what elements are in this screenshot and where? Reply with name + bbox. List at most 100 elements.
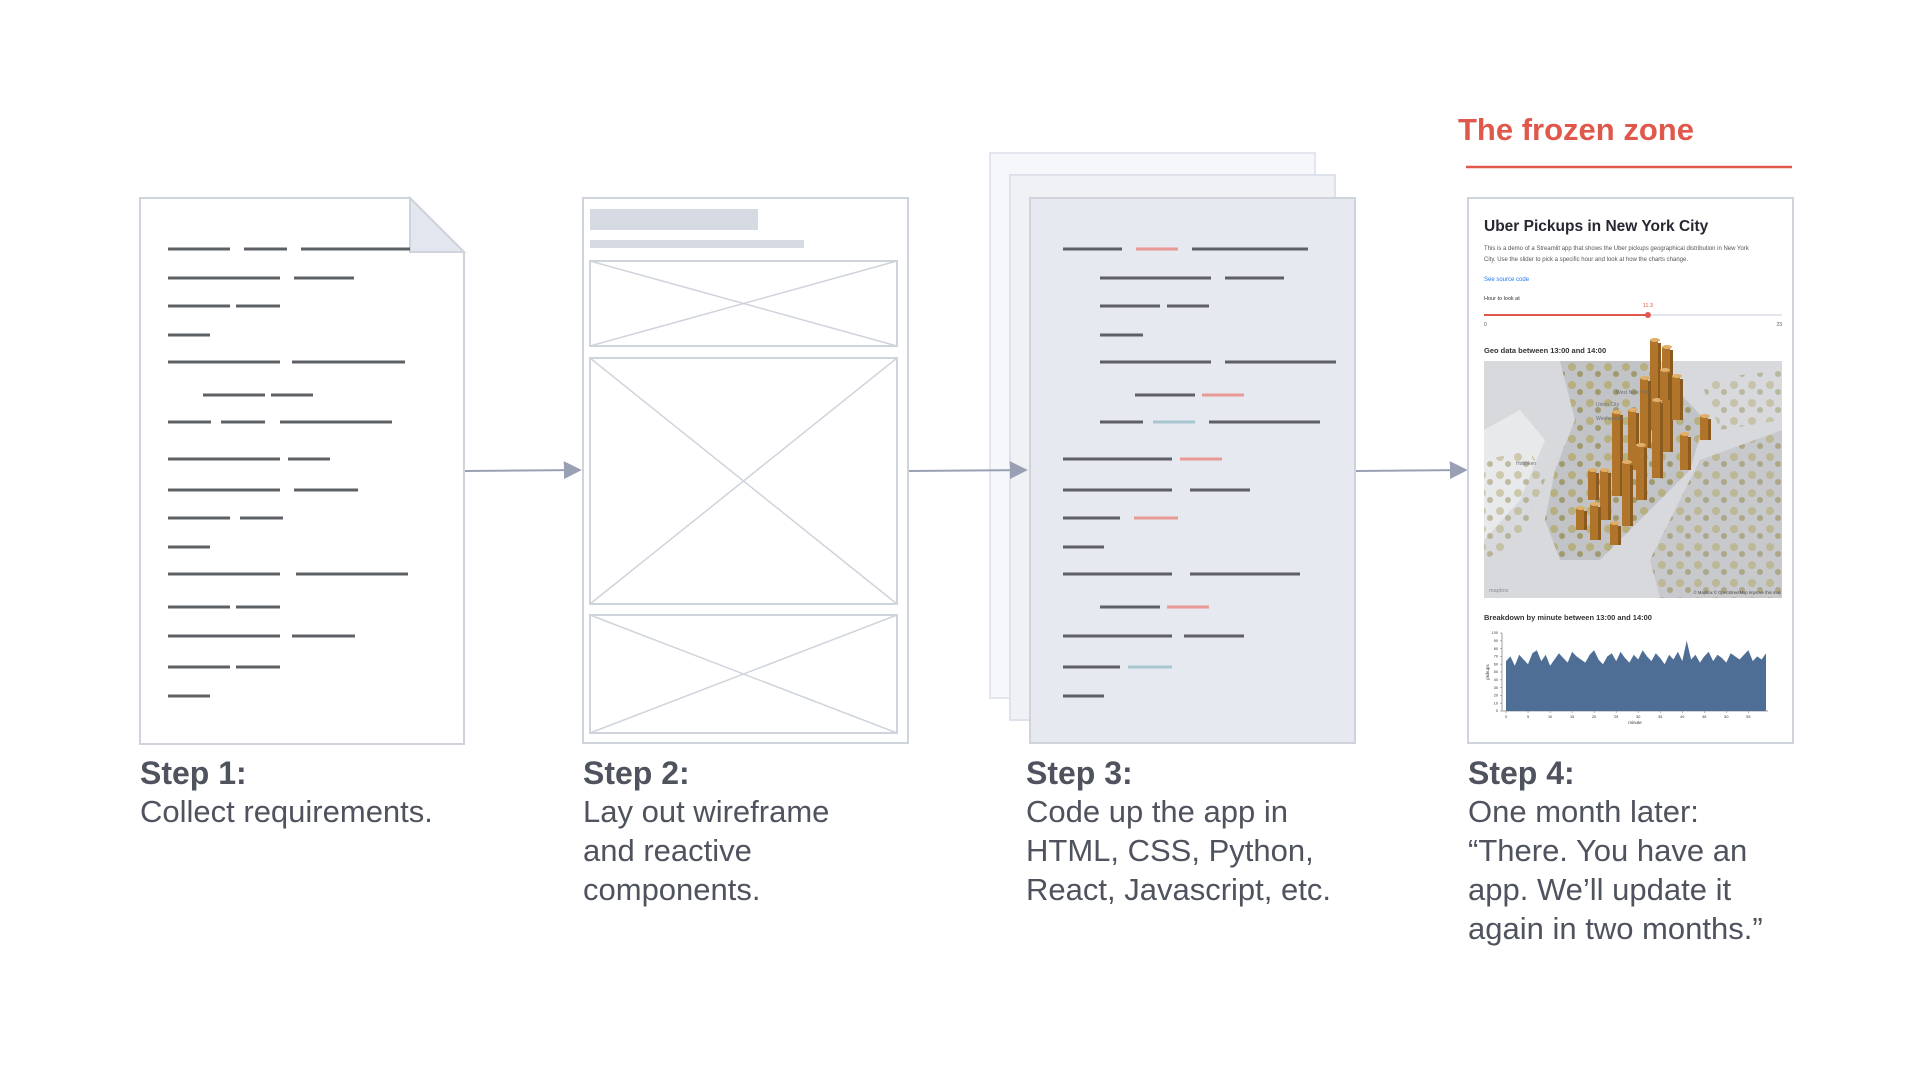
chart-area-series [1506,640,1766,711]
map-bar [1576,508,1584,530]
step-4-line-1: One month later: [1468,794,1699,829]
map-title: Geo data between 13:00 and 14:00 [1484,346,1606,355]
map-bar-top [1588,468,1598,472]
chart-x-tick-label: 30 [1636,715,1640,719]
map-bar-side [1668,373,1671,400]
wireframe-page [582,197,909,744]
map-bar [1660,370,1668,400]
map-bar-side [1620,417,1623,496]
app-title: Uber Pickups in New York City [1484,218,1709,235]
dog-ear-fold [409,195,467,253]
chart-y-tick-label: 0 [1496,709,1498,713]
map-attribution[interactable]: © Mapbox © OpenStreetMap Improve this ma… [1694,590,1782,595]
wireframe-subtitle-block [590,240,804,248]
map-bar-top [1576,506,1586,510]
map-bar-side [1644,448,1647,500]
map-label-union-city: Union City [1596,402,1620,408]
arrow-step2-to-step3 [908,461,1028,480]
chart-x-tick-label: 40 [1680,715,1684,719]
map-bar [1610,523,1618,545]
chart-x-tick-label: 20 [1592,715,1596,719]
wireframe-panel-bottom [589,614,898,734]
map-bar-top [1652,398,1662,402]
map-bar-top [1672,374,1682,378]
map-bar-side [1620,415,1623,452]
chart-x-tick-label: 15 [1570,715,1574,719]
chart-x-tick-label: 45 [1702,715,1706,719]
slider-min: 0 [1484,322,1487,328]
frozen-zone-label: The frozen zone [1458,112,1694,147]
geo-map[interactable]: West New York Union City Weehawken Hobok… [1484,338,1782,598]
step-3-caption: Step 3: Code up the app in HTML, CSS, Py… [1026,754,1331,909]
step-3-line-1: Code up the app in [1026,794,1288,829]
map-bar-side [1630,465,1633,526]
wireframe-title-block [590,209,758,230]
slider-value: 11.3 [1643,303,1653,309]
chart-y-tick-label: 80 [1494,647,1498,651]
step-3-description: Code up the app in HTML, CSS, Python, Re… [1026,792,1331,909]
app-screenshot: Uber Pickups in New York City This is a … [1467,197,1794,744]
map-bar-top [1610,521,1620,525]
map-bar [1672,376,1680,420]
slider-thumb[interactable] [1644,312,1651,318]
step-2-title: Step 2: [583,755,690,791]
see-source-code-link[interactable]: See source code [1484,277,1530,283]
chart-y-tick-label: 40 [1494,678,1498,682]
map-bar-side [1680,379,1683,420]
map-bar [1628,410,1636,470]
map-bar-top [1660,368,1670,372]
map-bar [1622,462,1630,526]
chart-y-label: pickups [1485,664,1490,680]
code-page-front [1029,197,1356,744]
step-4-caption: Step 4: One month later: “There. You hav… [1468,754,1763,948]
map-label-west-new-york: West New York [1616,390,1650,396]
map-bar [1612,414,1620,496]
wireframe-panel-top [589,260,898,347]
chart-title: Breakdown by minute between 13:00 and 14… [1484,613,1652,622]
map-bar [1680,434,1688,470]
map-bar-top [1640,376,1650,380]
map-bar-side [1670,350,1673,452]
map-bar-side [1584,511,1587,530]
map-bar [1600,470,1608,520]
chart-x-tick-label: 5 [1527,715,1529,719]
chart-x-tick-label: 0 [1505,715,1507,719]
map-bar-top [1600,468,1610,472]
slider-max: 23 [1776,322,1782,328]
map-bar-side [1660,403,1663,478]
map-bar-side [1596,473,1599,500]
map-extruded-bars [1576,338,1711,545]
requirement-text-lines [168,247,410,698]
map-bar-side [1608,473,1611,520]
step-1-caption: Step 1: Collect requirements. [140,754,433,831]
chart-y-tick-label: 50 [1494,670,1498,674]
map-bar [1652,400,1660,478]
chart-x-tick-label: 25 [1614,715,1618,719]
chart-y-tick-label: 70 [1494,655,1498,659]
chart-x-tick-label: 10 [1548,715,1552,719]
map-bar [1700,416,1708,440]
step-1-title: Step 1: [140,755,247,791]
map-bar-top [1650,338,1660,342]
chart-y-tick-label: 100 [1492,631,1498,635]
code-text-lines [1063,247,1336,698]
chart-y-tick-label: 10 [1494,701,1498,705]
step-2-line-2: and reactive [583,833,752,868]
map-bar [1650,340,1658,430]
step-1-line-1: Collect requirements. [140,794,433,829]
step-4-line-3: app. We’ll update it [1468,872,1732,907]
requirements-document [139,195,467,745]
step-2-caption: Step 2: Lay out wireframe and reactive c… [583,754,829,909]
map-bar-top [1662,345,1672,349]
arrow-step1-to-step2 [464,461,582,480]
chart-y-tick-label: 90 [1494,639,1498,643]
map-bar-side [1598,507,1601,540]
map-bar [1612,412,1620,452]
map-bar-side [1648,381,1651,448]
wireframe-panel-middle [589,357,898,605]
step-4-line-2: “There. You have an [1468,833,1748,868]
